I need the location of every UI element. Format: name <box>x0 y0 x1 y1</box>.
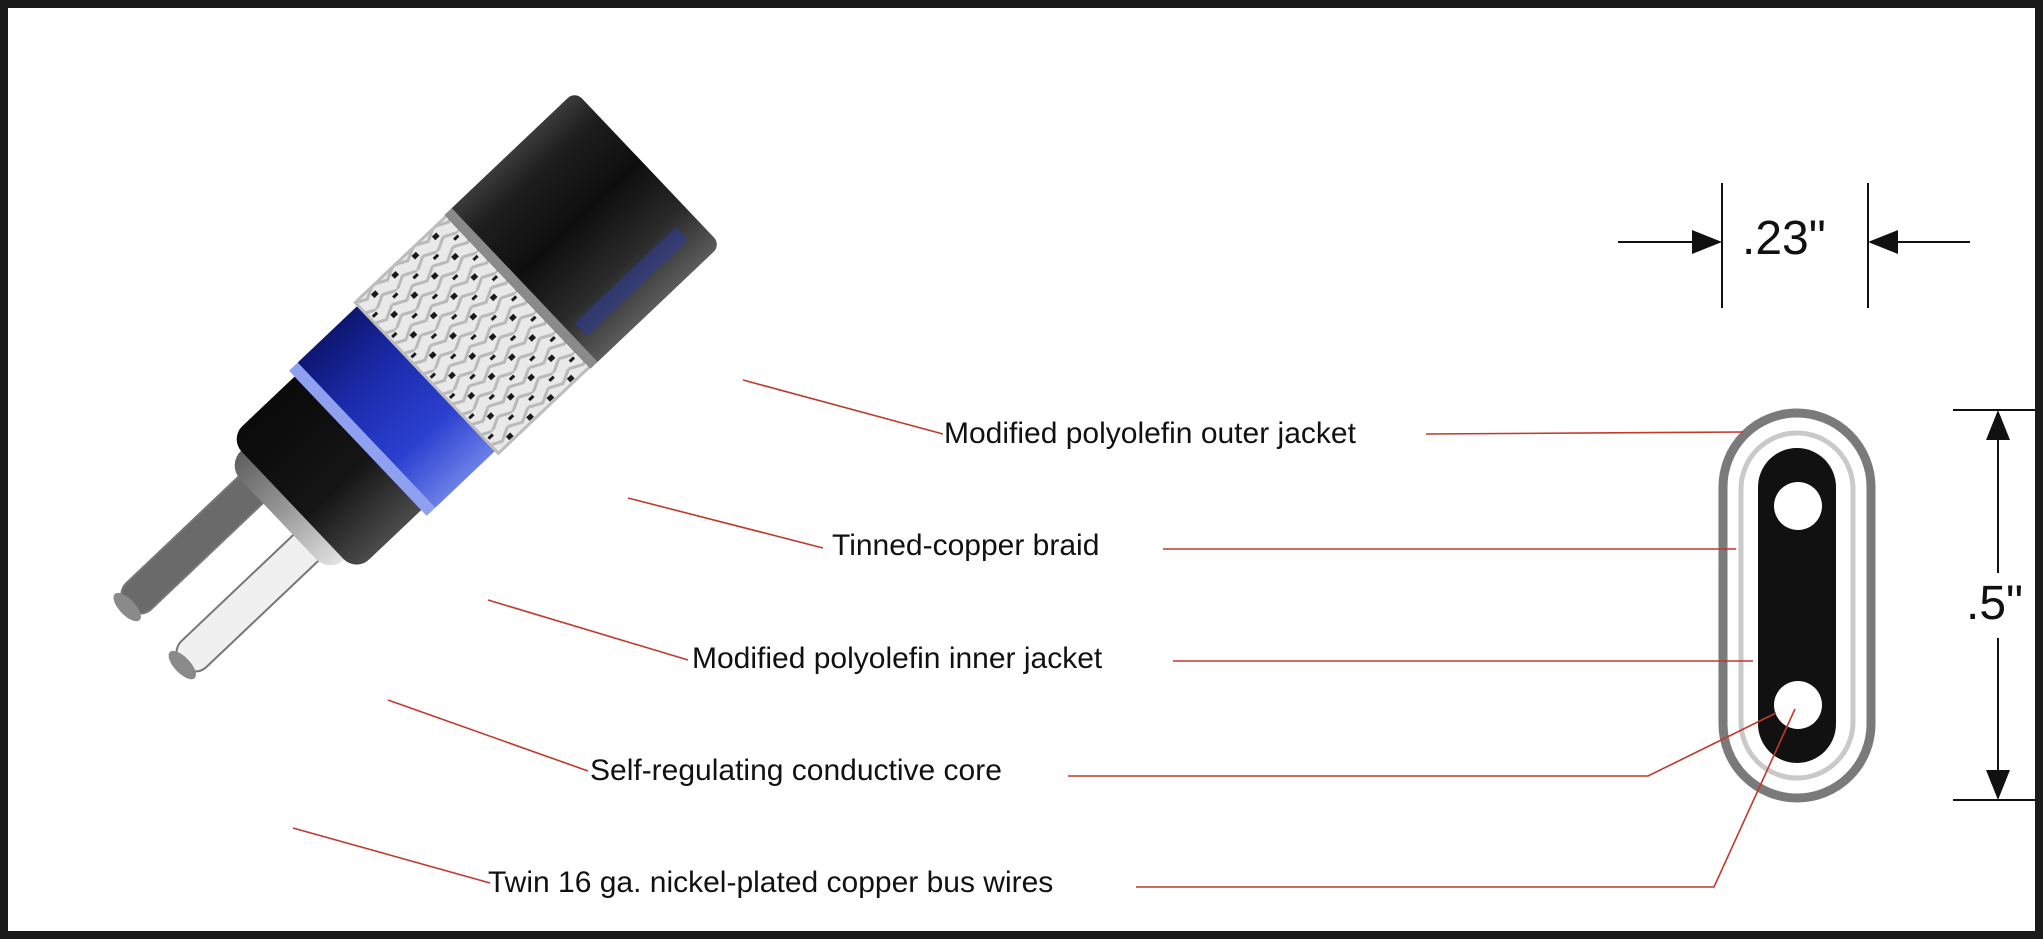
leader-braid-left <box>627 497 824 549</box>
leader-inner-jacket-left <box>487 599 689 661</box>
leader-core-right <box>1068 712 1777 777</box>
cable-cutaway <box>113 95 717 680</box>
cross-section-braid <box>1738 430 1856 781</box>
inner-jacket-rim <box>289 362 436 516</box>
cross-section <box>1718 408 1876 803</box>
dim-width-arrowhead-left <box>1692 230 1722 254</box>
leader-lines <box>292 379 1796 888</box>
leader-outer-jacket-right <box>1425 431 1744 435</box>
dimension-width <box>1618 183 1970 308</box>
label-core: Self-regulating conductive core <box>590 754 1002 787</box>
leader-outer-jacket-left <box>742 379 944 435</box>
cross-section-wire-bottom <box>1774 681 1822 729</box>
leader-bus-wires-left <box>292 827 491 884</box>
outer-jacket-rim <box>444 208 598 369</box>
bus-wire-end-lower <box>113 592 141 622</box>
leader-bus-wires-right <box>1136 708 1796 888</box>
inner-jacket-layer <box>294 300 501 511</box>
dimension-width-label: .23" <box>1742 212 1826 265</box>
leader-core-left <box>387 699 589 772</box>
bus-wire-end-upper <box>168 650 196 680</box>
outer-jacket-layer <box>448 95 717 365</box>
cross-section-core <box>1758 448 1836 763</box>
cross-section-wire-top <box>1774 482 1822 530</box>
label-inner-jacket: Modified polyolefin inner jacket <box>692 642 1103 675</box>
outer-jacket-highlight <box>574 226 689 337</box>
label-bus-wires: Twin 16 ga. nickel-plated copper bus wir… <box>488 866 1054 899</box>
cable-illustration <box>113 95 2035 888</box>
conductive-core <box>236 370 429 565</box>
label-outer-jacket: Modified polyolefin outer jacket <box>944 417 1356 450</box>
dimension-height <box>1953 409 2035 801</box>
label-braid: Tinned-copper braid <box>832 529 1100 562</box>
dim-height-arrowhead-top <box>1986 410 2010 440</box>
dim-height-arrowhead-bottom <box>1986 770 2010 800</box>
dimension-height-label: .5" <box>1966 577 2024 630</box>
dim-width-arrowhead-right <box>1868 230 1898 254</box>
